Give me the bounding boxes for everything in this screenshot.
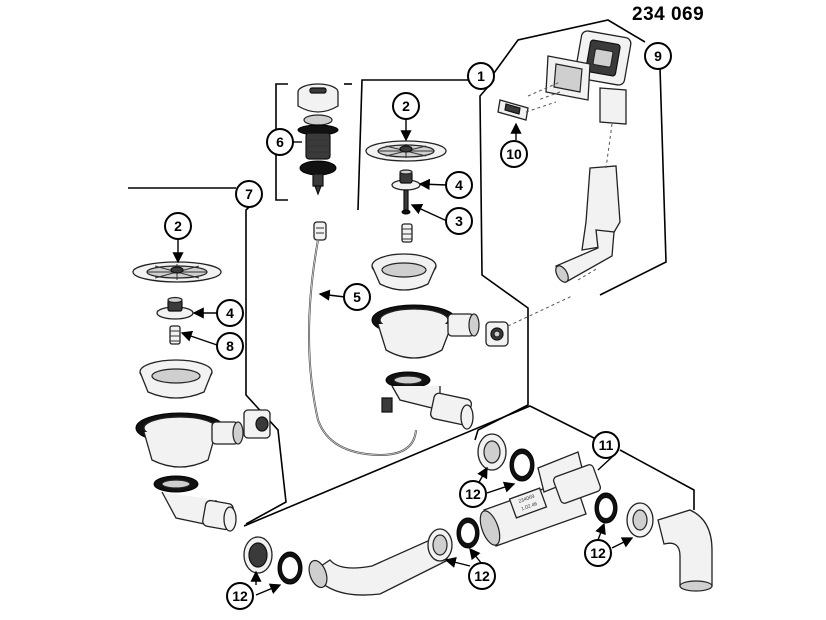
part-8-spring-left <box>169 325 181 345</box>
callout-12-top: 12 <box>459 480 487 508</box>
callout-5: 5 <box>343 283 371 311</box>
svg-text:4: 4 <box>455 177 463 193</box>
document-number: 234 069 <box>632 4 705 25</box>
overflow-hose-path <box>507 267 599 327</box>
callout-9: 9 <box>644 42 672 70</box>
group-9-boundary <box>485 19 667 296</box>
svg-text:8: 8 <box>226 338 234 354</box>
part-4-washer-right <box>391 169 421 191</box>
svg-text:2: 2 <box>174 218 182 234</box>
callout-10: 10 <box>500 140 528 168</box>
svg-text:12: 12 <box>474 568 490 584</box>
callout-11: 11 <box>592 431 620 459</box>
overflow-connector-right <box>485 321 509 347</box>
part-6-knob-assembly <box>297 83 339 196</box>
callout-2-right: 2 <box>392 92 420 120</box>
part-3-pin <box>401 189 411 215</box>
part-10-screw-plate <box>497 81 561 121</box>
group-1-boundary <box>357 79 529 441</box>
svg-text:11: 11 <box>599 437 614 453</box>
spring-right <box>401 223 413 243</box>
svg-text:2: 2 <box>402 98 410 114</box>
group-7-boundary <box>128 187 287 525</box>
svg-text:9: 9 <box>654 48 662 64</box>
callout-4-right: 4 <box>445 171 473 199</box>
outlet-elbow-right <box>381 371 474 430</box>
part-2-strainer-plate-left <box>132 261 222 283</box>
svg-text:12: 12 <box>590 545 606 561</box>
svg-text:3: 3 <box>455 213 463 229</box>
basket-right <box>371 253 437 291</box>
group-11-boundary <box>243 405 695 527</box>
callout-4-left: 4 <box>216 299 244 327</box>
svg-text:1: 1 <box>477 68 485 84</box>
pipe-stamp-line-2: 1.02.46 <box>521 501 539 512</box>
callout-12-center: 12 <box>468 562 496 590</box>
callout-2-left: 2 <box>164 212 192 240</box>
pipe-stamp: 234069 1.02.46 <box>518 493 539 512</box>
svg-text:4: 4 <box>226 305 234 321</box>
svg-text:5: 5 <box>353 289 361 305</box>
svg-text:7: 7 <box>245 186 253 202</box>
callout-12-right: 12 <box>584 539 612 567</box>
pipe-stamp-line-1: 234069 <box>518 493 536 504</box>
callout-12-bottom-left: 12 <box>226 582 254 610</box>
svg-text:12: 12 <box>465 486 481 502</box>
callout-3: 3 <box>445 207 473 235</box>
callout-7: 7 <box>235 180 263 208</box>
svg-text:12: 12 <box>232 588 248 604</box>
callout-1: 1 <box>467 62 495 90</box>
part-5-cable <box>308 221 417 457</box>
svg-text:6: 6 <box>276 134 284 150</box>
part-4-washer-left <box>156 296 194 320</box>
basket-left <box>139 359 213 399</box>
outlet-elbow-left <box>153 475 237 532</box>
part-11-pipe-system <box>243 433 713 596</box>
callout-6: 6 <box>266 128 294 156</box>
part-9-overflow-assembly <box>537 30 632 283</box>
drain-body-right <box>371 304 480 359</box>
svg-text:10: 10 <box>506 146 522 162</box>
part-2-strainer-plate-right <box>365 140 447 162</box>
overflow-connector-left <box>243 409 271 439</box>
callout-8: 8 <box>216 332 244 360</box>
drain-body-left <box>135 412 244 468</box>
leader-lines <box>172 118 634 596</box>
